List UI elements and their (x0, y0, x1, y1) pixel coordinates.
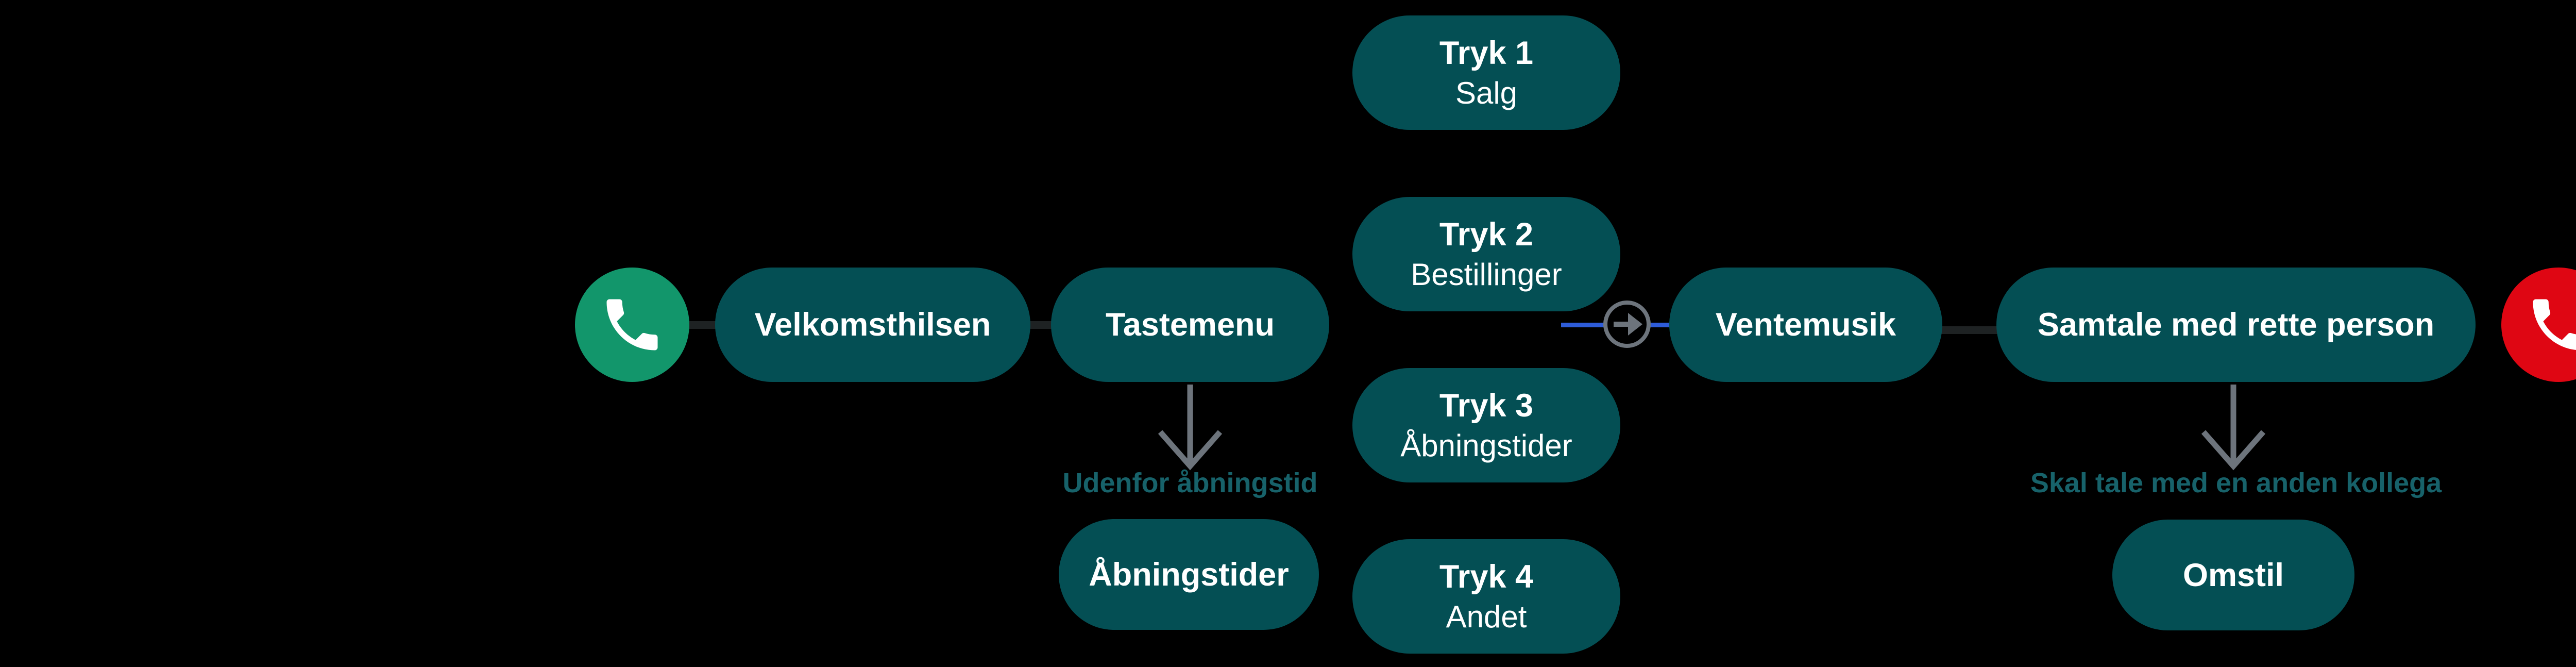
node-omstil: Omstil (2112, 520, 2354, 630)
call-end-icon (2501, 268, 2576, 382)
node-menu-option-3: Tryk 3 Åbningstider (1352, 368, 1620, 482)
connector-line (1025, 321, 1057, 329)
branch-condition-label: Skal tale med en anden kollega (2030, 468, 2442, 498)
menu-option-label: Salg (1455, 75, 1518, 110)
node-label: Velkomsthilsen (754, 307, 991, 343)
node-label: Ventemusik (1715, 307, 1896, 343)
node-menu-option-1: Tryk 1 Salg (1352, 15, 1620, 130)
menu-option-key: Tryk 1 (1439, 35, 1534, 72)
arrow-down-icon (1158, 385, 1223, 471)
phone-icon (2533, 299, 2576, 350)
branch-condition-label: Udenfor åbningstid (1062, 468, 1318, 498)
menu-option-label: Bestillinger (1411, 257, 1562, 292)
menu-option-key: Tryk 2 (1439, 216, 1534, 253)
menu-option-key: Tryk 3 (1439, 388, 1534, 424)
node-label: Åbningstider (1089, 556, 1289, 593)
connector-line (685, 321, 721, 329)
node-velkomsthilsen: Velkomsthilsen (715, 268, 1030, 382)
node-label: Omstil (2182, 557, 2284, 593)
node-label: Tastemenu (1106, 307, 1275, 343)
connector-line (1937, 326, 2002, 334)
node-menu-option-2: Tryk 2 Bestillinger (1352, 197, 1620, 311)
menu-option-label: Andet (1446, 599, 1527, 634)
node-ventemusik: Ventemusik (1669, 268, 1942, 382)
node-menu-option-4: Tryk 4 Andet (1352, 539, 1620, 654)
arrow-right-circle-icon (1603, 301, 1651, 348)
menu-option-key: Tryk 4 (1439, 559, 1534, 595)
menu-option-label: Åbningstider (1400, 428, 1572, 463)
node-label: Samtale med rette person (2037, 307, 2435, 343)
arrow-down-icon (2201, 385, 2266, 471)
node-aabningstider: Åbningstider (1059, 519, 1319, 630)
phone-icon (606, 299, 658, 351)
node-samtale-med-rette-person: Samtale med rette person (1996, 268, 2476, 382)
node-tastemenu: Tastemenu (1051, 268, 1329, 382)
call-start-icon (575, 268, 689, 382)
